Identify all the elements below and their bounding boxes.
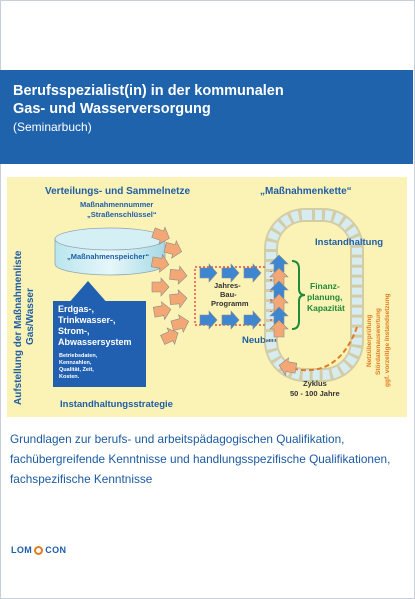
systems-box [53,301,146,387]
description-line-3: fachspezifische Kenntnisse [10,472,153,486]
title-banner [0,70,413,164]
heading-distribution-networks: Verteilungs- und Sammelnetze [45,186,190,197]
data-line-2: Kennzahlen, [59,360,92,366]
description-line-2: fachübergreifende Kenntnisse und handlun… [10,452,391,466]
book-subtitle: (Seminarbuch) [13,120,92,134]
street-key-label: „Straßenschlüssel“ [87,210,157,219]
systems-line-3: Strom-, [58,326,90,336]
side-label-line1: Aufstellung der Maßnahmenliste [13,250,24,405]
logo-text-part2: CON [45,545,67,555]
finance-line-2: planung, [307,292,342,302]
annual-program-line-1: Jahres- [214,281,241,290]
logo-ring-icon [34,545,44,555]
book-title-line1: Berufsspezialist(in) in der kommunalen [13,83,284,99]
data-line-4: Kosten. [59,374,80,380]
systems-line-4: Abwassersystem [58,337,132,347]
side-label-line2: Gas/Wasser [25,288,36,345]
systems-line-1: Erdgas-, [58,304,94,314]
description-line-1: Grundlagen zur berufs- und arbeitspädago… [10,432,345,446]
storage-label: „Maßnahmenspeicher“ [67,252,149,261]
network-check-line-2: Stördatenauswertung [375,308,382,375]
storage-cylinder [54,227,166,276]
strategy-label: Instandhaltungsstrategie [60,399,173,410]
logo-text-part1: LOM [11,545,33,555]
cycle-line-2: 50 - 100 Jahre [290,389,340,398]
finance-line-3: Kapazität [307,303,345,313]
maintenance-label: Instandhaltung [315,237,383,248]
inspection-dashed-curve [286,326,358,372]
annual-program-line-3: Programm [211,299,249,308]
cycle-line-1: Zyklus [303,379,327,388]
network-check-line-3: ggf. vorzeitige Instandsetzung [384,293,391,387]
publisher-logo: LOM CON [11,545,66,555]
network-check-line-1: Netzüberprüfung [366,315,373,367]
new-build-label: Neubau [242,335,277,346]
book-title-line2: Gas- und Wasserversorgung [13,101,211,117]
finance-line-1: Finanz- [310,281,340,291]
annual-program-line-2: Bau- [220,290,237,299]
measure-number-label: Maßnahmennummer [80,200,153,209]
heading-measure-chain: „Maßnahmenkette“ [260,186,352,197]
data-line-3: Qualität, Zeit, [59,367,94,373]
book-description: Grundlagen zur berufs- und arbeitspädago… [10,429,406,489]
finance-bracket [291,260,306,330]
systems-line-2: Trinkwasser-, [58,315,116,325]
cover-diagram: Verteilungs- und Sammelnetze „Maßnahmenk… [7,177,407,417]
data-line-1: Betriebsdaten, [59,353,98,359]
